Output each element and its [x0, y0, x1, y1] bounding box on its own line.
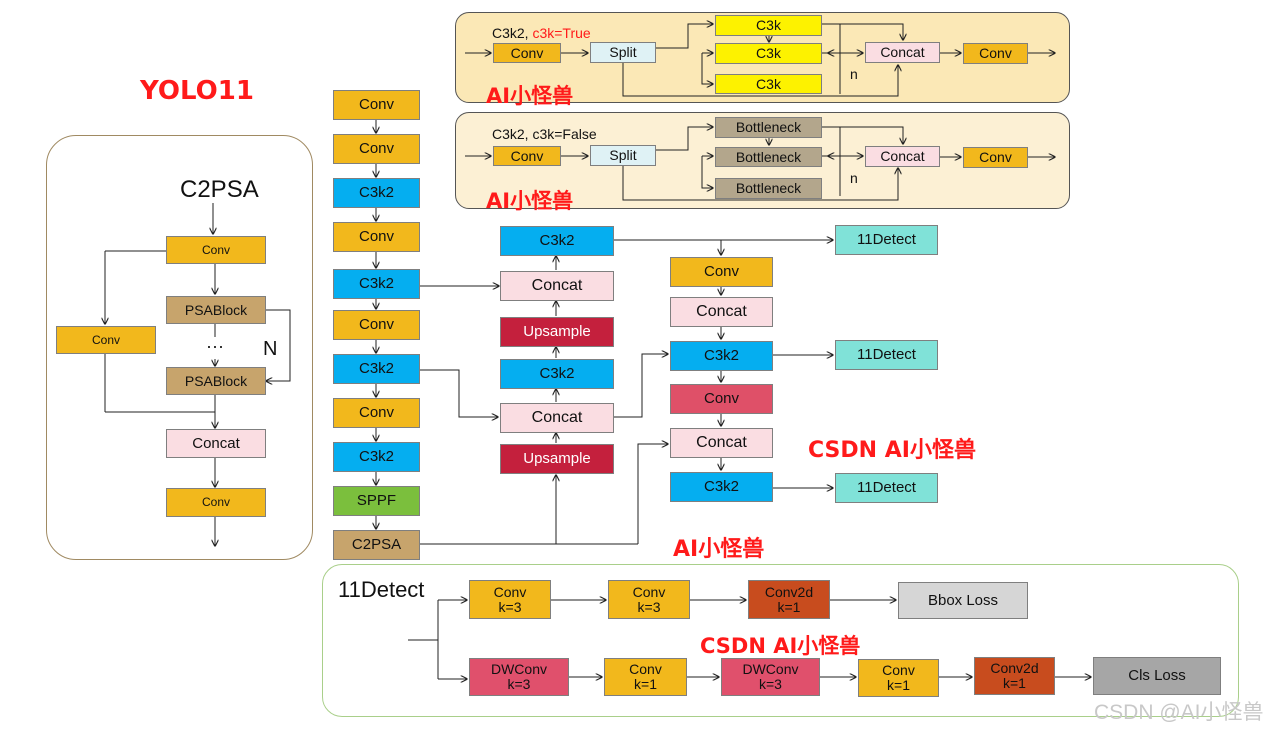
backbone-conv-4: Conv	[333, 310, 420, 340]
psablock-repeat-n: N	[263, 338, 278, 360]
backbone-c3k2-2: C3k2	[333, 269, 420, 299]
bottleneck-block-2: Bottleneck	[715, 147, 822, 167]
watermark-5: CSDN AI小怪兽	[700, 634, 861, 658]
bbox-conv-2: Conv k=3	[608, 580, 690, 619]
c3k2-true-label-prefix: C3k2,	[492, 25, 533, 41]
c3k2-true-split: Split	[590, 42, 656, 63]
detect-head-title: 11Detect	[338, 577, 425, 602]
credit-watermark: CSDN @AI小怪兽	[1094, 701, 1264, 724]
c3k2-false-repeat-n: n	[850, 170, 858, 186]
backbone-c3k2-4: C3k2	[333, 442, 420, 472]
bbox-conv2d: Conv2d k=1	[748, 580, 830, 619]
c3k-block-1: C3k	[715, 15, 822, 36]
psablock-ellipsis: ···	[206, 336, 224, 356]
watermark-4: AI小怪兽	[673, 537, 765, 562]
c2psa-conv-top: Conv	[166, 236, 266, 264]
c3k2-false-conv-in: Conv	[493, 146, 561, 166]
neck-c3k2-mid: C3k2	[500, 359, 614, 389]
detect-output-2: 11Detect	[835, 340, 938, 370]
neck-c3k2-2: C3k2	[670, 341, 773, 371]
c3k2-true-repeat-n: n	[850, 66, 858, 82]
backbone-conv-3: Conv	[333, 222, 420, 252]
bottleneck-block-1: Bottleneck	[715, 117, 822, 138]
neck-c3k2-top: C3k2	[500, 226, 614, 256]
watermark-1: AI小怪兽	[486, 84, 574, 108]
backbone-conv-1: Conv	[333, 90, 420, 120]
c3k2-false-label: C3k2, c3k=False	[492, 126, 597, 142]
detect-output-1: 11Detect	[835, 225, 938, 255]
psablock-2: PSABlock	[166, 367, 266, 395]
c3k2-true-concat: Concat	[865, 42, 940, 63]
c2psa-title: C2PSA	[180, 176, 259, 203]
arrows-group	[105, 24, 1091, 679]
cls-conv-2: Conv k=1	[858, 659, 939, 697]
bbox-loss: Bbox Loss	[898, 582, 1028, 619]
c3k2-true-conv-in: Conv	[493, 43, 561, 63]
c3k2-false-split: Split	[590, 145, 656, 166]
neck-upsample-1: Upsample	[500, 317, 614, 347]
c3k2-true-label-flag: c3k=True	[532, 25, 591, 41]
c3k2-false-conv-out: Conv	[963, 147, 1028, 168]
backbone-c3k2-3: C3k2	[333, 354, 420, 384]
c2psa-conv-bottom: Conv	[166, 488, 266, 517]
neck-concat-4: Concat	[670, 428, 773, 458]
cls-conv2d: Conv2d k=1	[974, 657, 1055, 695]
neck-upsample-2: Upsample	[500, 444, 614, 474]
c2psa-conv-side: Conv	[56, 326, 156, 354]
cls-conv-1: Conv k=1	[604, 658, 687, 696]
cls-dwconv-2: DWConv k=3	[721, 658, 820, 696]
neck-concat-2: Concat	[500, 403, 614, 433]
bbox-conv-1: Conv k=3	[469, 580, 551, 619]
bottleneck-block-3: Bottleneck	[715, 178, 822, 199]
cls-loss: Cls Loss	[1093, 657, 1221, 695]
backbone-c2psa: C2PSA	[333, 530, 420, 560]
backbone-conv-2: Conv	[333, 134, 420, 164]
watermark-3: CSDN AI小怪兽	[808, 438, 976, 463]
c3k-block-3: C3k	[715, 74, 822, 94]
page-title: YOLO11	[140, 76, 254, 106]
backbone-sppf: SPPF	[333, 486, 420, 516]
psablock-1: PSABlock	[166, 296, 266, 324]
cls-dwconv-1: DWConv k=3	[469, 658, 569, 696]
watermark-2: AI小怪兽	[486, 189, 574, 213]
c2psa-concat: Concat	[166, 429, 266, 458]
c3k2-true-conv-out: Conv	[963, 43, 1028, 64]
c3k-block-2: C3k	[715, 43, 822, 64]
c3k2-true-label: C3k2, c3k=True	[492, 25, 591, 41]
backbone-c3k2-1: C3k2	[333, 178, 420, 208]
neck-concat-1: Concat	[500, 271, 614, 301]
c3k2-false-concat: Concat	[865, 146, 940, 167]
neck-conv-1: Conv	[670, 257, 773, 287]
detect-output-3: 11Detect	[835, 473, 938, 503]
backbone-conv-5: Conv	[333, 398, 420, 428]
neck-conv-2: Conv	[670, 384, 773, 414]
neck-concat-3: Concat	[670, 297, 773, 327]
neck-c3k2-3: C3k2	[670, 472, 773, 502]
